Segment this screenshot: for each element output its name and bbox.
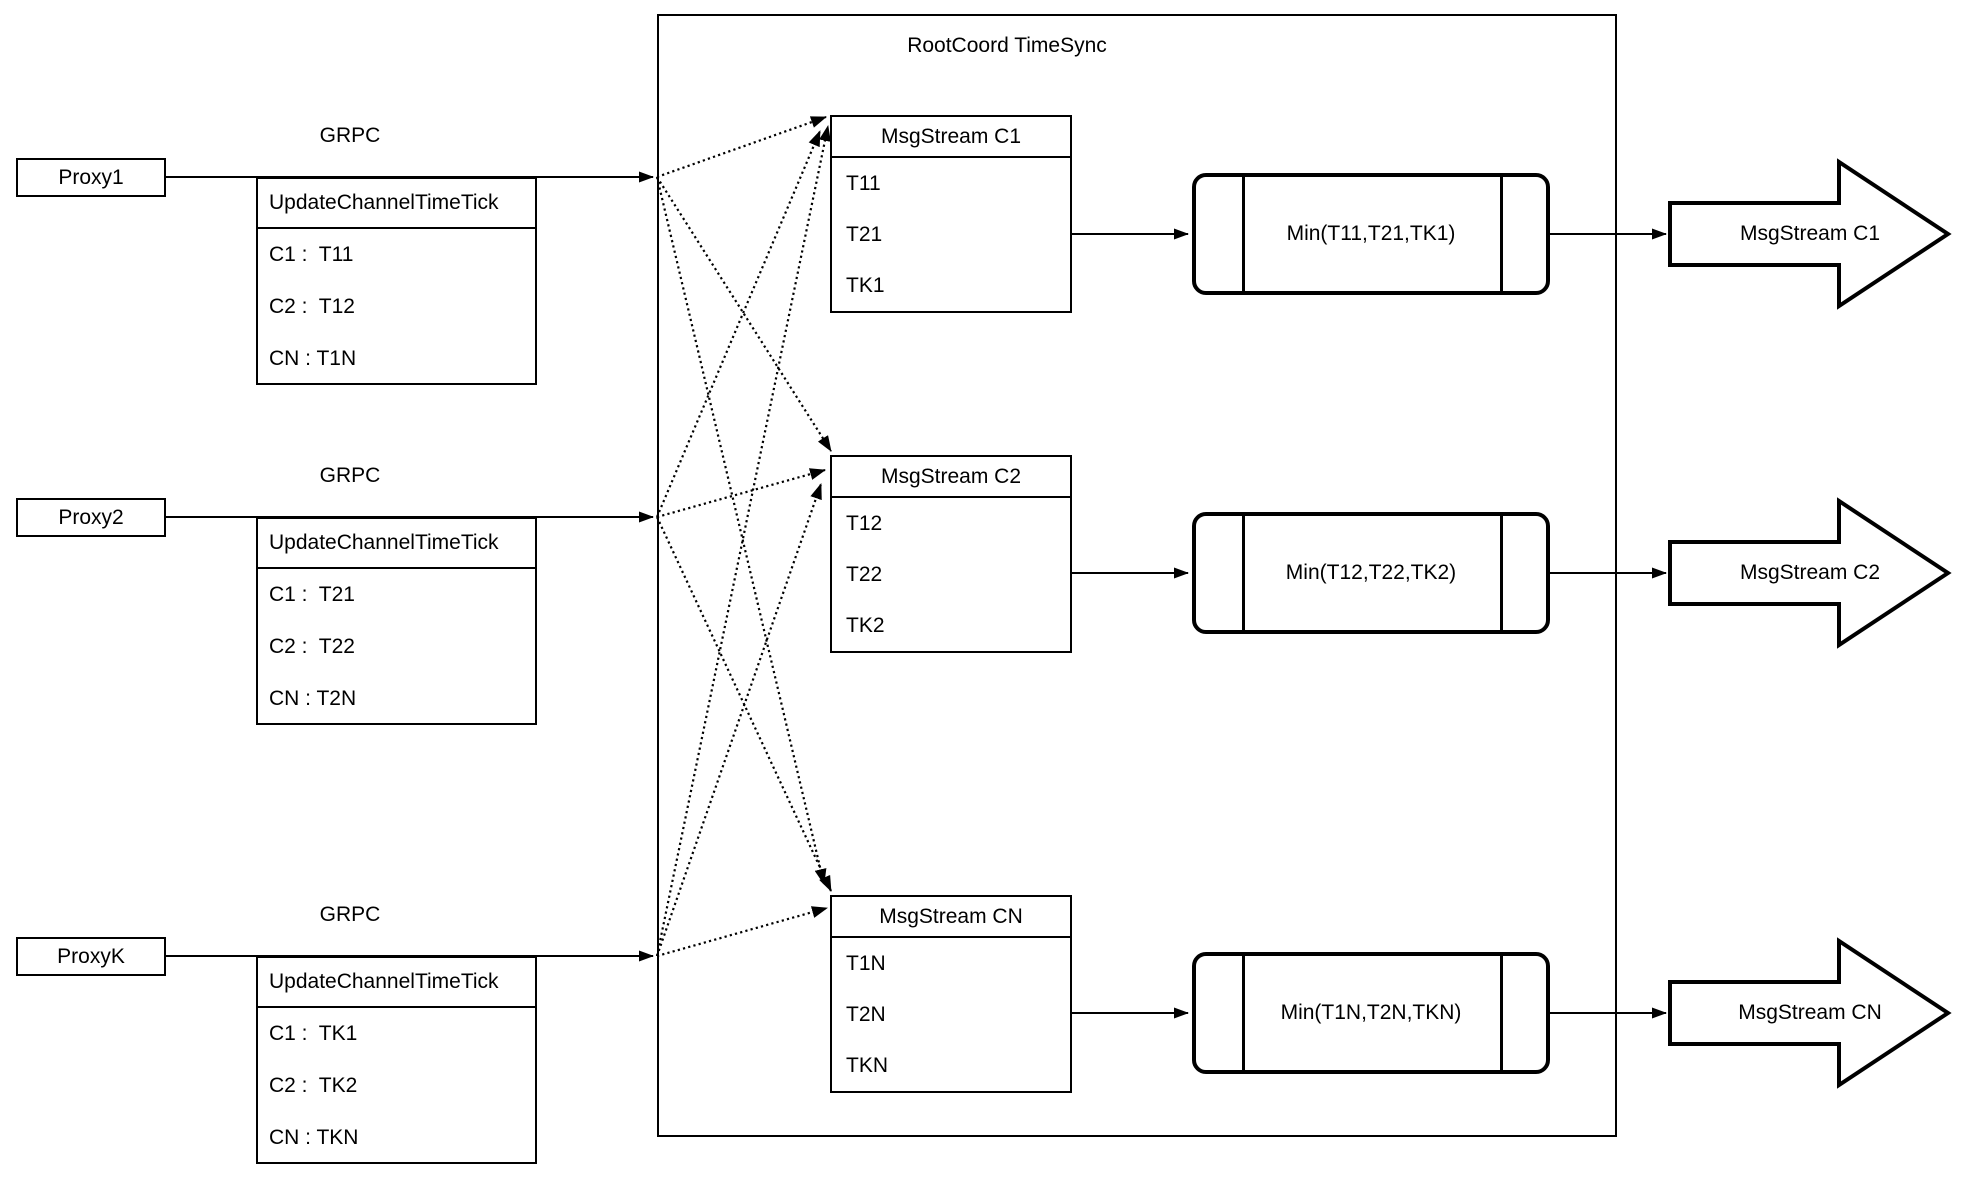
proxy-box: ProxyK <box>16 937 166 976</box>
table-row: C2 : T22 <box>269 635 355 658</box>
update-channel-timetick-table: UpdateChannelTimeTick C1 : TK1 C2 : TK2 … <box>256 956 537 1164</box>
grpc-label: GRPC <box>319 124 381 147</box>
table-row: C2 : TK2 <box>269 1074 358 1097</box>
table-row: T22 <box>846 562 883 586</box>
table-row: C1 : TK1 <box>269 1022 358 1045</box>
grpc-label: GRPC <box>319 903 381 926</box>
min-operator-label: Min(T11,T21,TK1) <box>1286 222 1456 245</box>
table-header: MsgStream C1 <box>832 117 1070 158</box>
table-row: T21 <box>846 222 883 246</box>
table-header: MsgStream C2 <box>832 457 1070 498</box>
table-row: CN : TKN <box>269 1126 359 1149</box>
min-operator-label: Min(T12,T22,TK2) <box>1285 561 1457 584</box>
table-header: MsgStream CN <box>832 897 1070 938</box>
msgstream-table: MsgStream C2 T12 T22 TK2 <box>830 455 1072 653</box>
update-channel-timetick-table: UpdateChannelTimeTick C1 : T21 C2 : T22 … <box>256 517 537 725</box>
table-row: C1 : T21 <box>269 583 355 606</box>
output-stream-label: MsgStream C2 <box>1739 561 1881 584</box>
min-box-divider <box>1500 177 1503 291</box>
table-header: UpdateChannelTimeTick <box>258 179 535 229</box>
min-box-divider <box>1500 956 1503 1070</box>
msgstream-table: MsgStream CN T1N T2N TKN <box>830 895 1072 1093</box>
table-row: TKN <box>846 1053 888 1077</box>
table-row: C2 : T12 <box>269 295 355 318</box>
table-row: CN : T1N <box>269 347 357 370</box>
min-operator-box: Min(T12,T22,TK2) <box>1192 512 1550 634</box>
min-box-divider <box>1242 177 1245 291</box>
table-row: T12 <box>846 511 883 535</box>
min-box-divider <box>1242 956 1245 1070</box>
msgstream-table: MsgStream C1 T11 T21 TK1 <box>830 115 1072 313</box>
table-row: CN : T2N <box>269 687 357 710</box>
update-channel-timetick-table: UpdateChannelTimeTick C1 : T11 C2 : T12 … <box>256 177 537 385</box>
grpc-label: GRPC <box>319 464 381 487</box>
proxy-box: Proxy1 <box>16 158 166 197</box>
table-row: T1N <box>846 951 886 975</box>
table-header: UpdateChannelTimeTick <box>258 958 535 1008</box>
table-row: T11 <box>846 171 881 195</box>
min-box-divider <box>1500 516 1503 630</box>
table-row: TK2 <box>846 613 885 637</box>
rootcoord-timesync-title: RootCoord TimeSync <box>907 34 1107 57</box>
min-box-divider <box>1242 516 1245 630</box>
table-header: UpdateChannelTimeTick <box>258 519 535 569</box>
output-stream-label: MsgStream CN <box>1738 1001 1882 1024</box>
table-row: T2N <box>846 1002 886 1026</box>
min-operator-label: Min(T1N,T2N,TKN) <box>1280 1001 1462 1024</box>
min-operator-box: Min(T11,T21,TK1) <box>1192 173 1550 295</box>
table-row: TK1 <box>846 273 885 297</box>
table-row: C1 : T11 <box>269 243 354 266</box>
proxy-box: Proxy2 <box>16 498 166 537</box>
min-operator-box: Min(T1N,T2N,TKN) <box>1192 952 1550 1074</box>
output-stream-label: MsgStream C1 <box>1739 222 1881 245</box>
